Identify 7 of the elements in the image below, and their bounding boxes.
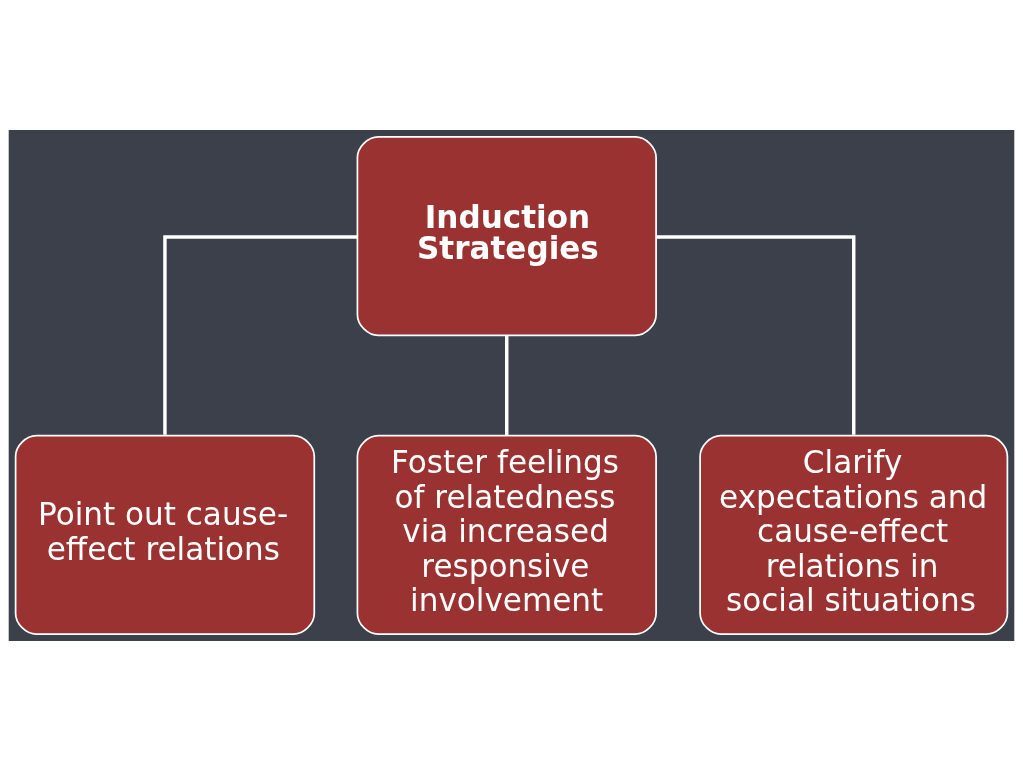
node-box: Foster feelings of relatedness via increased responsive involvement: [356, 434, 657, 635]
connector: [505, 335, 509, 436]
node-box: Point out cause-effect relations: [14, 434, 316, 635]
connector: [163, 235, 358, 435]
node-box: Clarify expectations and cause-effect relations in social situations: [699, 434, 1009, 635]
node-box: Induction Strategies: [356, 136, 657, 337]
connector: [656, 235, 856, 435]
